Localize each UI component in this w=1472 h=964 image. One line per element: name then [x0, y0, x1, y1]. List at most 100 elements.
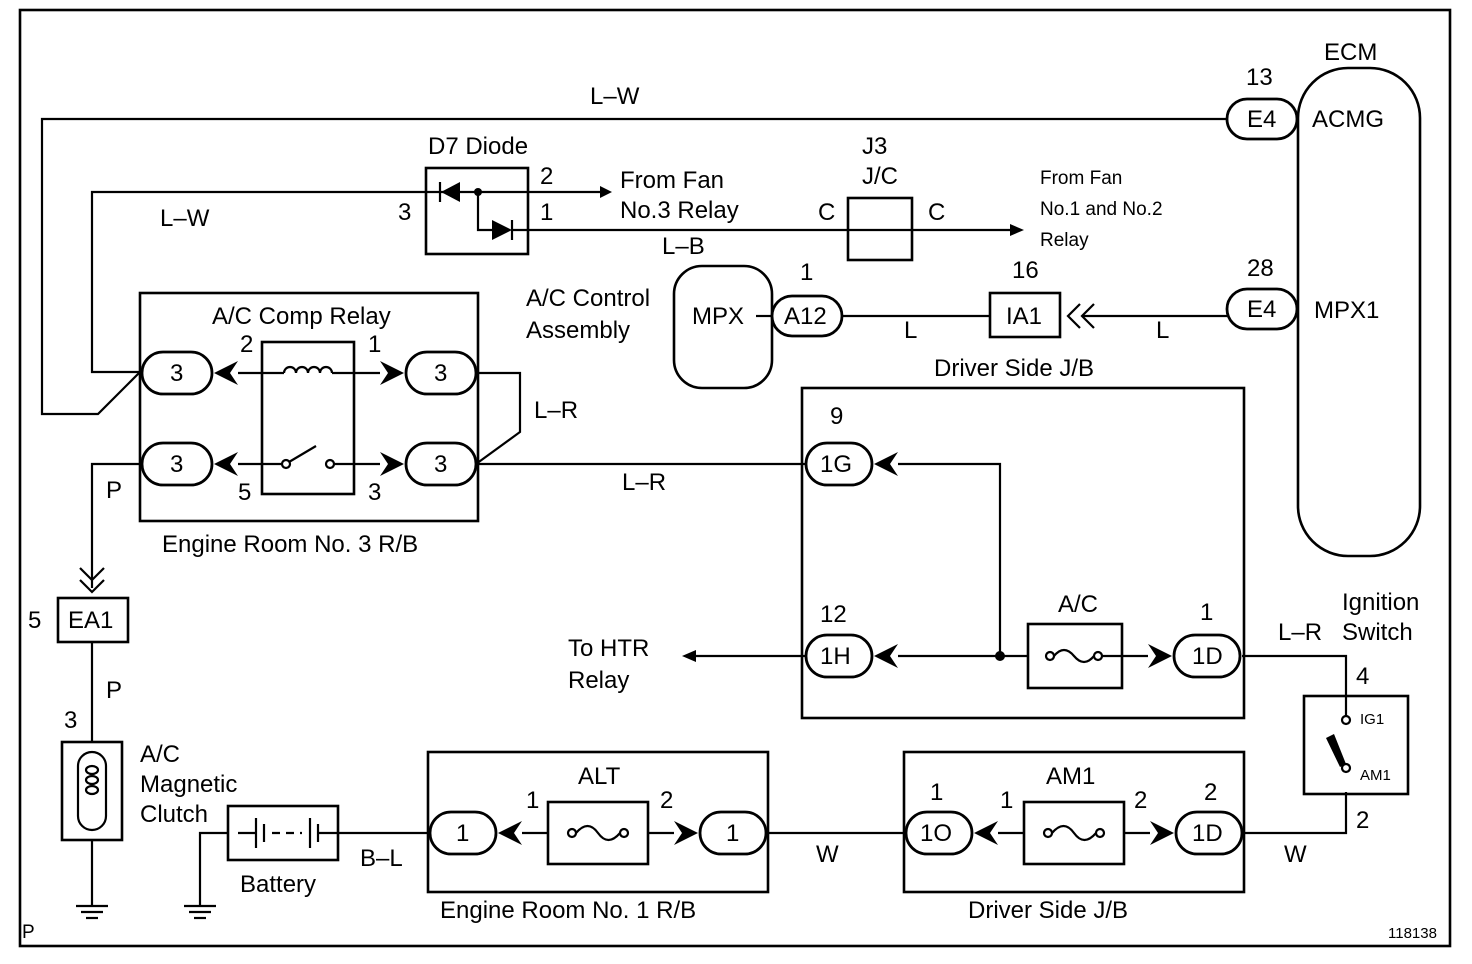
am1-pin-1: 1	[1000, 787, 1013, 814]
pin-1d-b: 2	[1204, 779, 1217, 806]
relay-conn-3-tl	[140, 350, 214, 396]
ignition-line1: Ignition	[1342, 589, 1419, 616]
ia1-connector	[988, 291, 1062, 339]
chevron-1d-a	[1148, 644, 1172, 668]
wire-l-a-label: L	[904, 317, 917, 344]
relay-chevron-br	[380, 452, 404, 476]
conn-1g-label: 1G	[820, 451, 852, 478]
from-fan12-line1: From Fan	[1040, 168, 1122, 189]
ignition-switch-box	[1302, 694, 1410, 796]
pin-1d-a: 1	[1200, 599, 1213, 626]
relay-chevron-tr	[380, 361, 404, 385]
wire-lw-top-label: L–W	[590, 83, 640, 110]
relay-conn-3-tl-label: 3	[170, 360, 183, 387]
wire-lw-left-label: L–W	[160, 205, 210, 232]
ea1-label: EA1	[68, 607, 113, 634]
ea1-chevron-b	[79, 579, 105, 594]
alt-chevron-left	[498, 821, 522, 845]
corner-p: P	[22, 922, 35, 943]
ea1-chevron-a	[79, 567, 105, 582]
wire-lr-loop	[475, 371, 522, 465]
clutch-line2: Magnetic	[140, 771, 237, 798]
htr-arrow	[682, 650, 696, 662]
alt-pin-1: 1	[526, 787, 539, 814]
switch-contact-a	[280, 458, 292, 470]
am1-pin-2: 2	[1134, 787, 1147, 814]
conn-1g	[804, 441, 874, 487]
engine-room-3-box	[138, 291, 480, 523]
am1-fuse-label: AM1	[1046, 763, 1095, 790]
am1-fuse-term-b	[1094, 827, 1106, 839]
wire-1g-internal	[898, 462, 1002, 656]
ac-comp-relay-label: A/C Comp Relay	[212, 303, 391, 330]
battery-ground-wire	[198, 831, 228, 906]
conn-1d-b-label: 1D	[1192, 820, 1223, 847]
wire-w-a-label: W	[816, 841, 839, 868]
from-fan12-line2: No.1 and No.2	[1040, 199, 1163, 220]
ia1-label: IA1	[1006, 303, 1042, 330]
battery-label: Battery	[240, 871, 316, 898]
jb-junction	[995, 651, 1005, 661]
from-fan12-line3: Relay	[1040, 230, 1089, 251]
d7-diode1-body	[441, 182, 460, 202]
j3-c-right: C	[928, 199, 945, 226]
wire-p-a-label: P	[106, 477, 122, 504]
wire-bl-label: B–L	[360, 845, 403, 872]
pin-1o: 1	[930, 779, 943, 806]
e4-acmg-label: E4	[1247, 106, 1276, 133]
conn-1d-a	[1172, 633, 1242, 679]
driver-jb-top-box	[800, 386, 1246, 720]
j3-label: J3	[862, 133, 887, 160]
am1-fuse-element	[1051, 824, 1097, 842]
alt-label: ALT	[578, 763, 621, 790]
ecm-pin-13: 13	[1246, 64, 1273, 91]
ig1-label: IG1	[1360, 711, 1384, 728]
ac-control-line1: A/C Control	[526, 285, 650, 312]
a12-label: A12	[784, 303, 827, 330]
relay-pin-2: 2	[240, 331, 253, 358]
relay-conn-3-bl-label: 3	[170, 451, 183, 478]
d7-pin-3: 3	[398, 199, 411, 226]
e4-mpx1-label: E4	[1247, 296, 1276, 323]
mpx-label: MPX	[692, 303, 744, 330]
ecm-label: ECM	[1324, 39, 1377, 66]
ig1-terminal	[1340, 714, 1352, 726]
d7-arrow-2	[600, 186, 612, 198]
am1-sw-label: AM1	[1360, 767, 1391, 784]
alt-fuse-term-a	[566, 827, 578, 839]
wire-lr-loop-label: L–R	[534, 397, 578, 424]
ecm-pin-28: 28	[1247, 255, 1274, 282]
driver-jb-bottom-box	[902, 750, 1246, 894]
clutch-line3: Clutch	[140, 801, 208, 828]
chevron-1g	[874, 452, 898, 476]
relay-conn-3-tr-label: 3	[434, 360, 447, 387]
ac-control-line2: Assembly	[526, 317, 630, 344]
wire-p-a	[90, 462, 142, 588]
alt-fuse-term-b	[618, 827, 630, 839]
diagram-frame	[18, 8, 1452, 948]
relay-pin-5: 5	[238, 479, 251, 506]
conn-1o	[904, 810, 974, 856]
ac-fuse-label: A/C	[1058, 591, 1098, 618]
alt-fuse-element	[575, 824, 621, 842]
am1-chevron-right	[1150, 821, 1174, 845]
a12-pin: 1	[800, 259, 813, 286]
alt-chevron-right	[674, 821, 698, 845]
ac-fuse-term-a	[1044, 650, 1056, 662]
wire-lw-top	[40, 117, 1227, 416]
conn-1d-a-label: 1D	[1192, 643, 1223, 670]
j3-c-left: C	[818, 199, 835, 226]
d7-pin-2: 2	[540, 163, 553, 190]
from-fan3-line2: No.3 Relay	[620, 197, 739, 224]
d7-pin-1: 1	[540, 199, 553, 226]
driver-jb-top-label: Driver Side J/B	[934, 355, 1094, 382]
ignition-switch-blade	[1326, 734, 1346, 767]
j3-jc-box	[846, 196, 914, 262]
mpx1-label: MPX1	[1314, 297, 1379, 324]
relay-chevron-bl	[214, 452, 238, 476]
figure-id: 118138	[1388, 925, 1437, 942]
clutch-pin: 3	[64, 707, 77, 734]
d7-diode-label: D7 Diode	[428, 133, 528, 160]
engine-room-1-label: Engine Room No. 1 R/B	[440, 897, 696, 924]
